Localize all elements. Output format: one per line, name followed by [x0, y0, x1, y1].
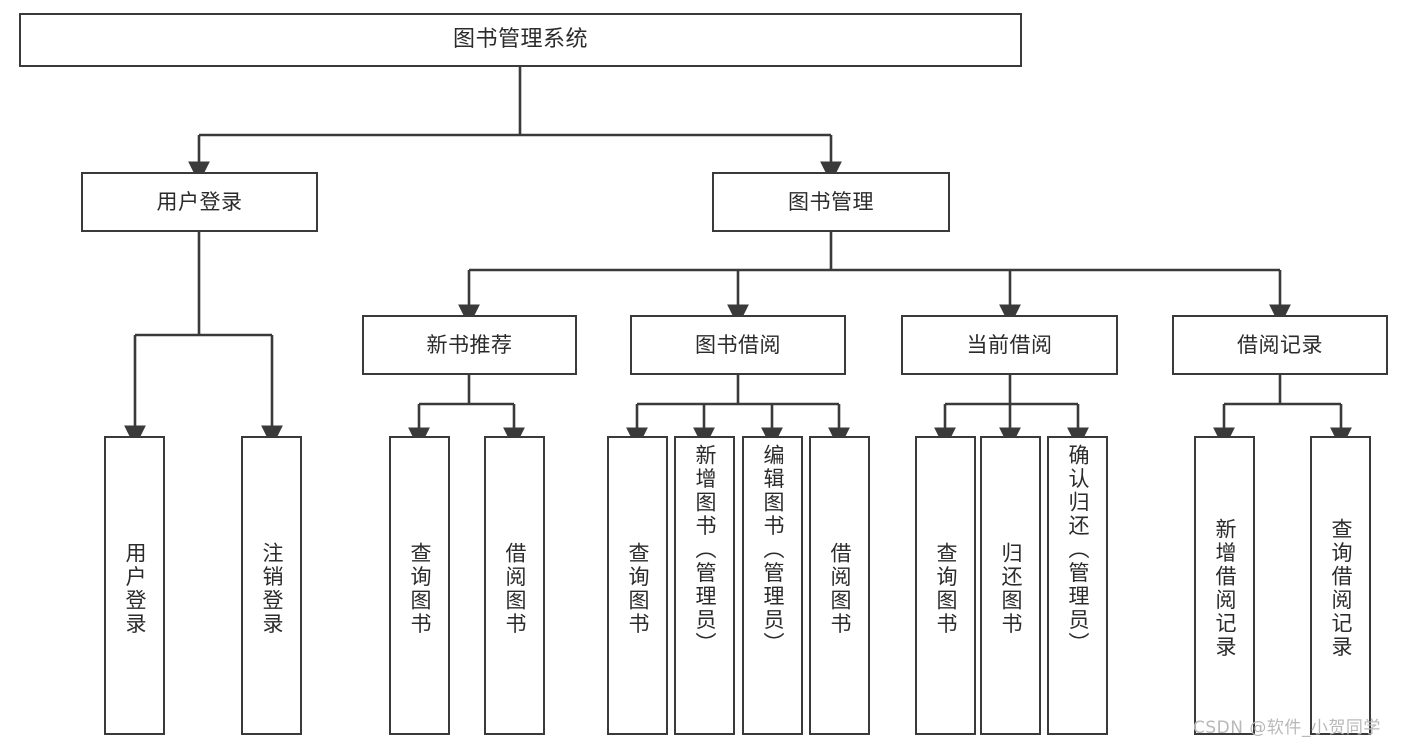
- node-current-borrowing[interactable]: 当前借阅: [901, 315, 1118, 375]
- leaf-add-book-admin[interactable]: 新增图书（管理员）: [674, 436, 735, 735]
- leaf-add-borrowing-record[interactable]: 新增借阅记录: [1194, 436, 1255, 735]
- leaf-edit-book-admin[interactable]: 编辑图书（管理员）: [742, 436, 803, 735]
- leaf-confirm-return-admin[interactable]: 确认归还（管理员）: [1047, 436, 1108, 735]
- node-label: 用户登录: [156, 189, 243, 214]
- node-label: 编辑图书（管理员）: [761, 444, 785, 656]
- leaf-user-login[interactable]: 用户登录: [104, 436, 165, 735]
- leaf-query-book-borrow[interactable]: 查询图书: [607, 436, 668, 735]
- leaf-query-book-current[interactable]: 查询图书: [915, 436, 976, 735]
- node-label: 图书借阅: [695, 332, 781, 357]
- node-label: 查询图书: [408, 541, 432, 636]
- node-borrowing-record[interactable]: 借阅记录: [1172, 315, 1388, 375]
- node-new-book-recommendation[interactable]: 新书推荐: [362, 315, 577, 375]
- leaf-borrow-book-borrow[interactable]: 借阅图书: [809, 436, 870, 735]
- leaf-borrow-book-new-book[interactable]: 借阅图书: [484, 436, 545, 735]
- leaf-query-book-new-book[interactable]: 查询图书: [389, 436, 450, 735]
- node-label: 图书管理: [788, 189, 874, 214]
- node-label: 借阅图书: [828, 541, 852, 636]
- node-label: 查询借阅记录: [1329, 518, 1353, 659]
- node-label: 归还图书: [999, 541, 1023, 636]
- leaf-query-borrowing-record[interactable]: 查询借阅记录: [1310, 436, 1371, 735]
- node-label: 查询图书: [626, 541, 650, 636]
- node-label: 新增借阅记录: [1213, 518, 1237, 659]
- node-root-book-management-system[interactable]: 图书管理系统: [19, 13, 1022, 67]
- leaf-user-logout[interactable]: 注销登录: [241, 436, 302, 735]
- node-label: 借阅记录: [1237, 332, 1323, 357]
- node-book-borrowing[interactable]: 图书借阅: [630, 315, 846, 375]
- node-label: 用户登录: [123, 541, 147, 636]
- node-book-management[interactable]: 图书管理: [712, 172, 950, 232]
- node-label: 确认归还（管理员）: [1066, 444, 1090, 656]
- node-label: 借阅图书: [503, 541, 527, 636]
- node-label: 新书推荐: [426, 332, 513, 357]
- node-label: 新增图书（管理员）: [693, 444, 717, 656]
- node-label: 图书管理系统: [452, 27, 588, 53]
- node-label: 注销登录: [260, 541, 284, 636]
- node-user-login[interactable]: 用户登录: [81, 172, 318, 232]
- node-label: 查询图书: [934, 541, 958, 636]
- leaf-return-book[interactable]: 归还图书: [980, 436, 1041, 735]
- node-label: 当前借阅: [966, 332, 1053, 357]
